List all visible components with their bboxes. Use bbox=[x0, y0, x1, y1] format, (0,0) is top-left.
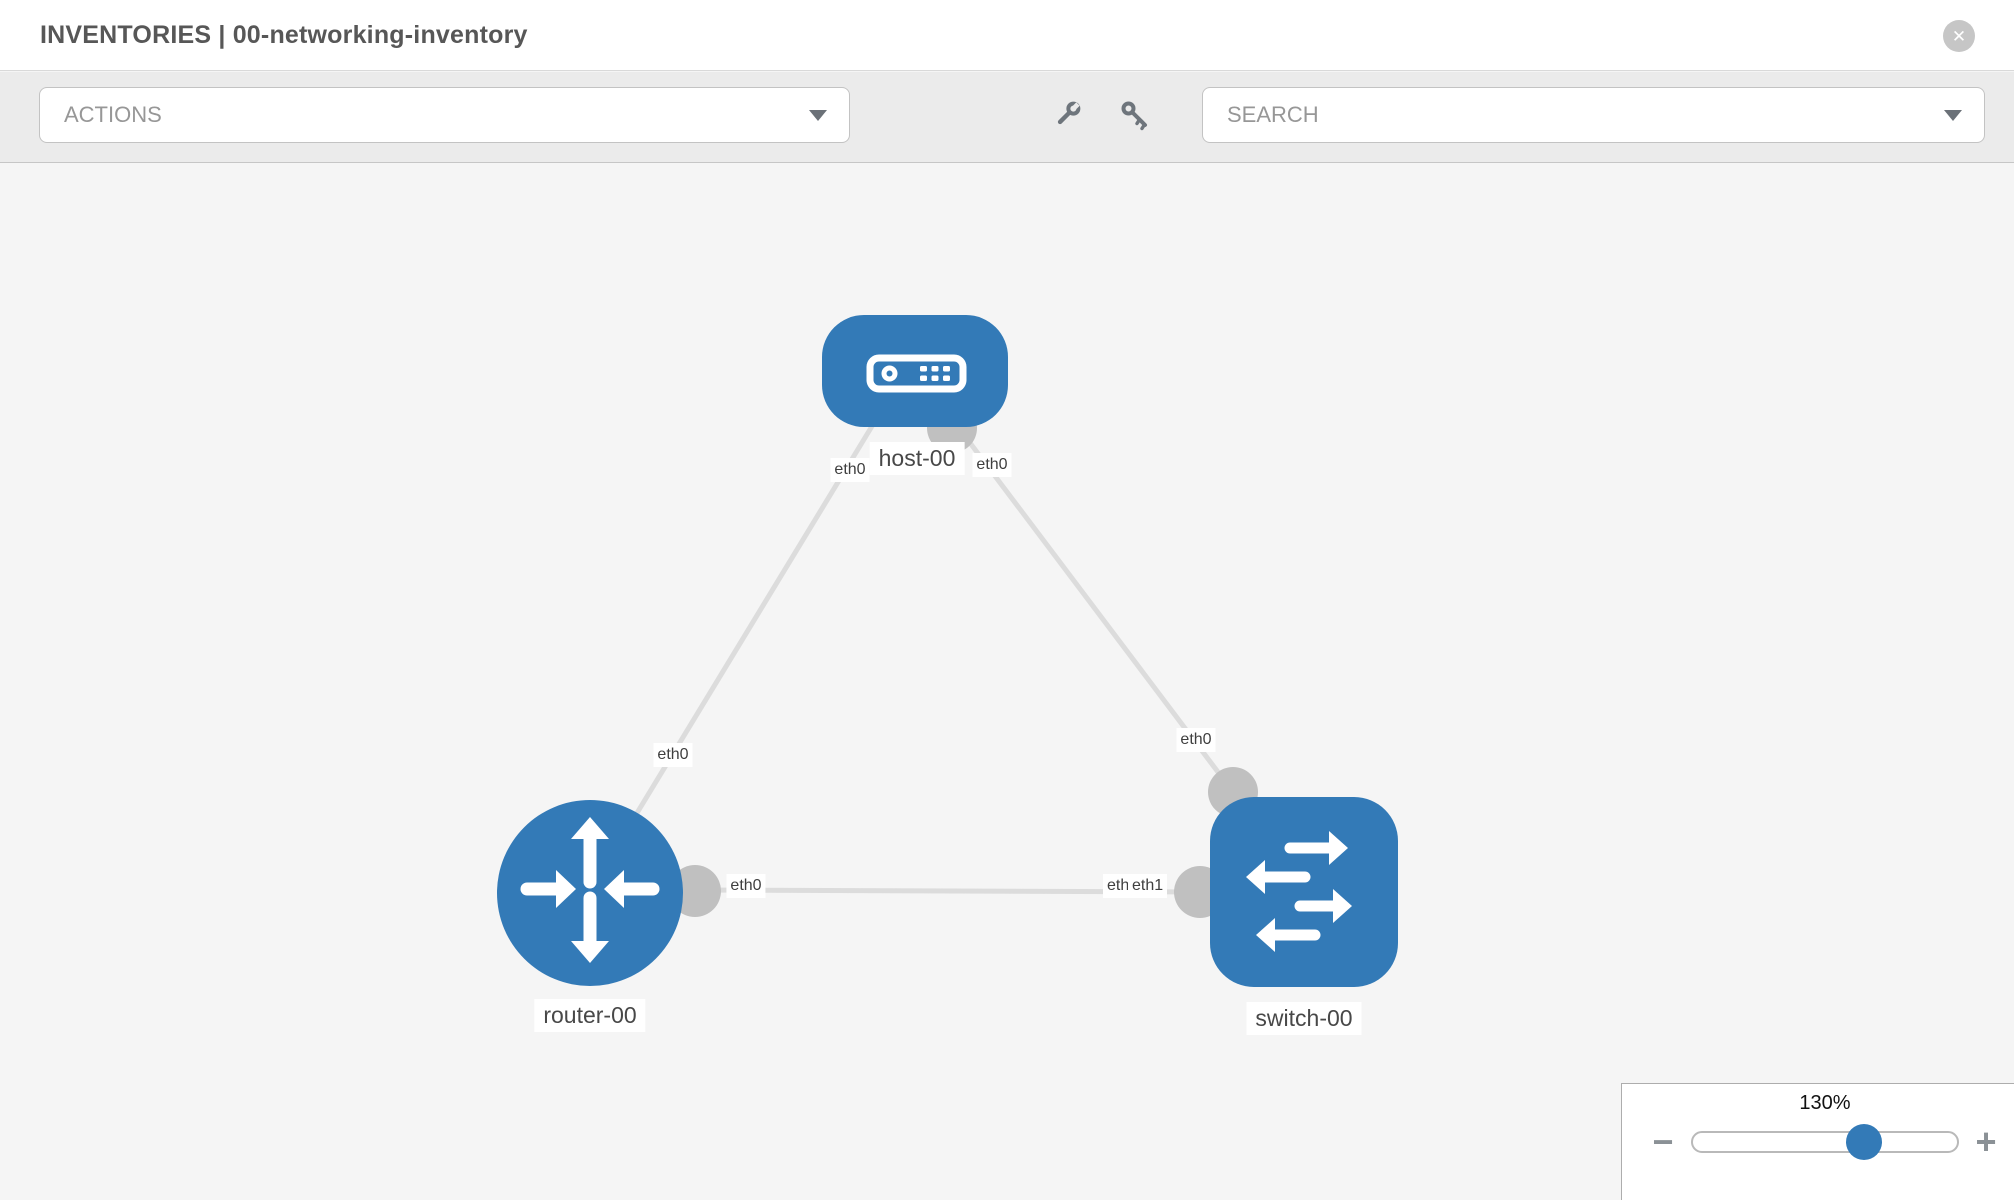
node-router[interactable] bbox=[497, 800, 683, 986]
key-icon bbox=[1121, 101, 1147, 131]
panel-header: INVENTORIES | 00-networking-inventory ✕ bbox=[0, 0, 2014, 71]
zoom-slider-track[interactable] bbox=[1691, 1131, 1959, 1153]
interface-label-host-right: eth0 bbox=[972, 453, 1012, 477]
search-dropdown-label: SEARCH bbox=[1227, 102, 1319, 127]
zoom-slider-thumb[interactable] bbox=[1846, 1124, 1882, 1160]
credentials-button[interactable] bbox=[1118, 98, 1152, 132]
plus-icon: + bbox=[1975, 1121, 1997, 1162]
topology-canvas[interactable]: host-00 router-00 switch-00 eth0 eth0 et… bbox=[0, 163, 2014, 1200]
actions-dropdown[interactable]: ACTIONS bbox=[39, 87, 850, 143]
node-switch[interactable] bbox=[1210, 797, 1398, 987]
node-label-router: router-00 bbox=[534, 999, 646, 1032]
search-dropdown[interactable]: SEARCH bbox=[1202, 87, 1985, 143]
chevron-down-icon bbox=[1944, 110, 1962, 121]
zoom-out-button[interactable]: − bbox=[1643, 1122, 1683, 1162]
page-title: INVENTORIES | 00-networking-inventory bbox=[40, 21, 528, 49]
interface-label-host-left: eth0 bbox=[830, 458, 870, 482]
interface-label-switch-uplink: eth0 bbox=[1176, 728, 1216, 752]
toolbar: ACTIONS SEARCH bbox=[0, 72, 2014, 163]
minus-icon: − bbox=[1652, 1121, 1674, 1162]
chevron-down-icon bbox=[809, 110, 827, 121]
switch-icon-arrowheads bbox=[1246, 831, 1352, 952]
router-icon bbox=[520, 830, 660, 950]
interface-label-router-uplink: eth0 bbox=[653, 743, 693, 767]
wrench-icon bbox=[1057, 101, 1081, 125]
host-icon bbox=[866, 354, 967, 393]
close-icon: ✕ bbox=[1951, 26, 1967, 46]
zoom-in-button[interactable]: + bbox=[1966, 1122, 2006, 1162]
node-label-switch: switch-00 bbox=[1246, 1002, 1362, 1035]
node-host[interactable] bbox=[822, 315, 1008, 427]
close-button[interactable]: ✕ bbox=[1943, 20, 1975, 52]
node-label-host: host-00 bbox=[869, 442, 965, 475]
zoom-control-panel: 130% − + bbox=[1621, 1083, 2014, 1200]
actions-dropdown-label: ACTIONS bbox=[64, 102, 162, 127]
configure-button[interactable] bbox=[1050, 98, 1084, 132]
interface-label-switch-lan: eth1 bbox=[1128, 874, 1168, 898]
switch-icon bbox=[1257, 842, 1340, 941]
router-icon-arrowheads bbox=[556, 817, 624, 963]
interface-label-router-lan: eth0 bbox=[726, 874, 766, 898]
topology-graph bbox=[497, 315, 1398, 987]
zoom-level-value: 130% bbox=[1799, 1092, 1851, 1114]
